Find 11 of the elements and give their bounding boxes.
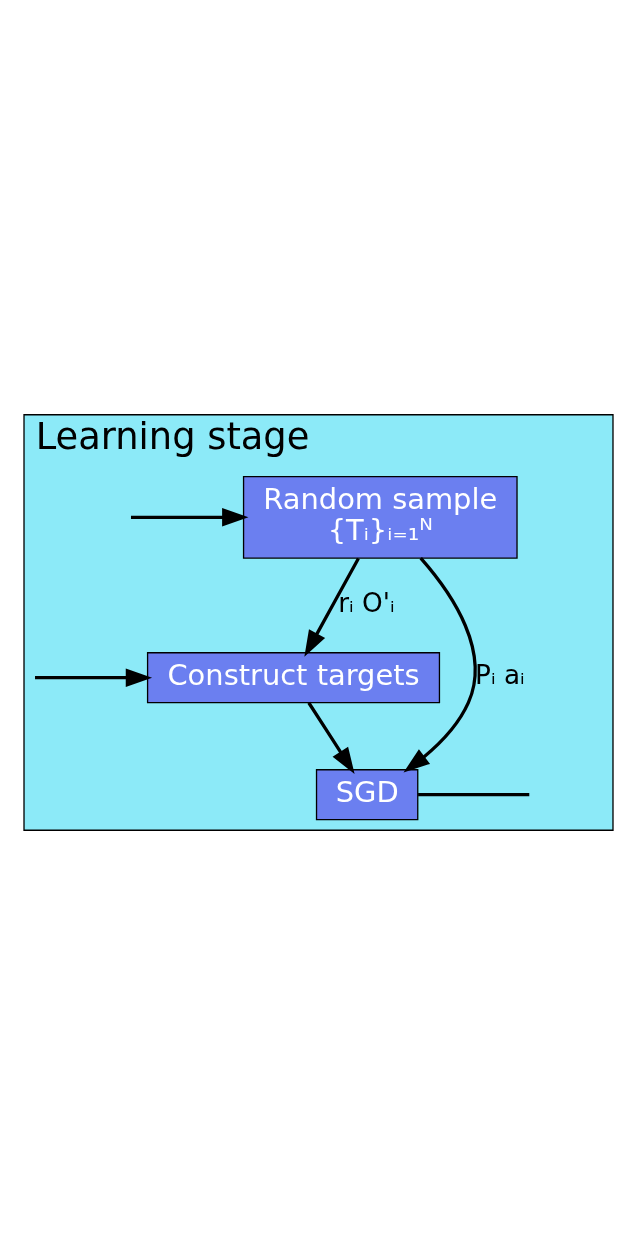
arrow <box>307 701 355 774</box>
connector <box>418 792 530 796</box>
arrow <box>403 556 477 772</box>
node-box: Random sample {Tᵢ}ᵢ₌₁ᴺ <box>242 475 518 559</box>
node-box: SGD <box>315 768 419 820</box>
node-box: Construct targets <box>146 651 441 703</box>
edge-label: rᵢ O'ᵢ <box>338 587 395 618</box>
arrow <box>304 557 360 657</box>
arrow <box>131 507 249 527</box>
edge-label: Pᵢ aᵢ <box>475 659 525 690</box>
arrow <box>35 668 153 687</box>
